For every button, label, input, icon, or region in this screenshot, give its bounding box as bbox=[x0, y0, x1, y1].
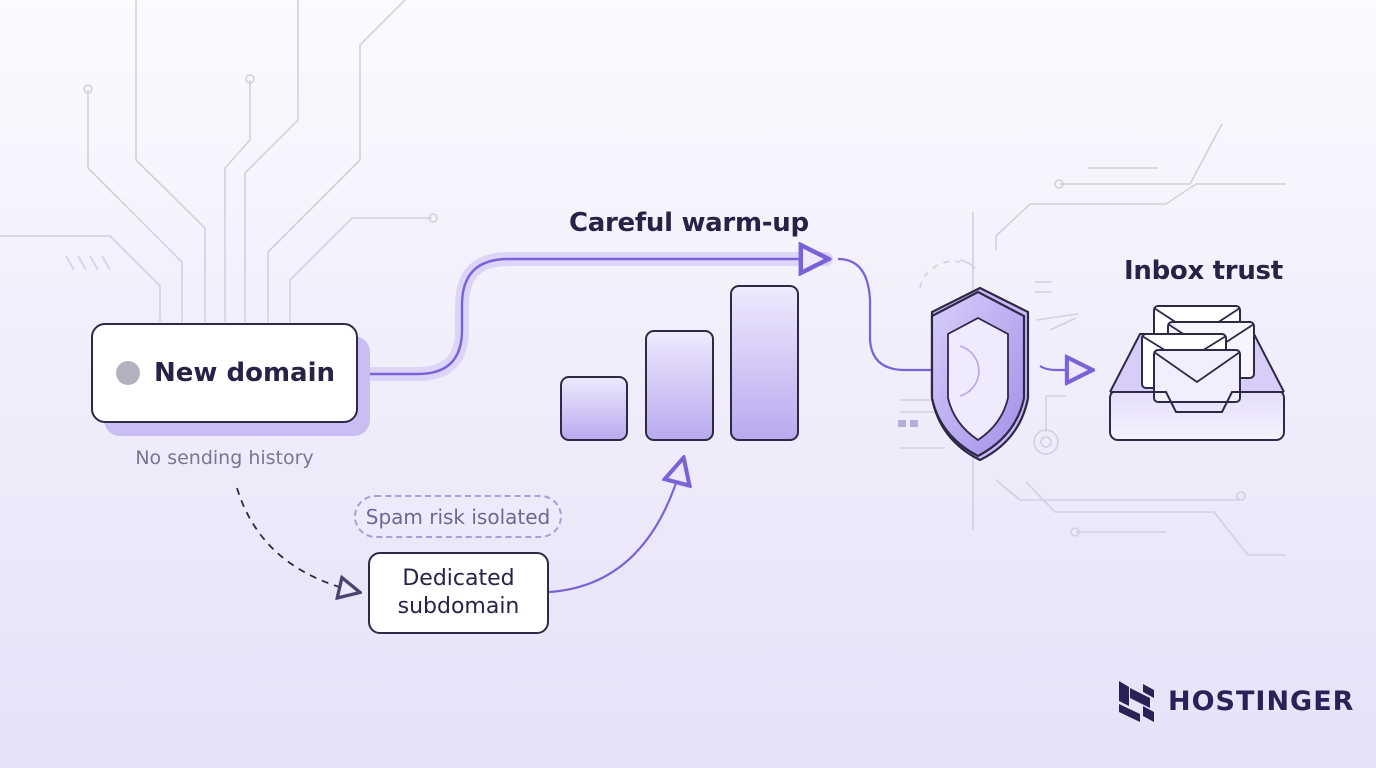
warmup-flow-arrow bbox=[370, 259, 826, 376]
status-dot-icon bbox=[116, 361, 140, 385]
circuit-lines-left bbox=[0, 0, 438, 322]
warm-up-bars-icon bbox=[560, 285, 799, 441]
bar-small bbox=[560, 376, 628, 441]
bar-large bbox=[730, 285, 799, 441]
subdomain-label-line1: Dedicated bbox=[402, 566, 515, 591]
brand-name: HOSTINGER bbox=[1168, 686, 1355, 717]
subdomain-node[interactable]: Dedicated subdomain bbox=[368, 552, 549, 634]
inbox-trust-label: Inbox trust bbox=[1124, 256, 1283, 286]
circuit-chip bbox=[910, 420, 918, 427]
new-domain-node[interactable]: New domain bbox=[91, 323, 358, 423]
bar-medium bbox=[645, 330, 714, 441]
shield-entry-arrow bbox=[837, 257, 968, 370]
new-domain-caption: No sending history bbox=[135, 447, 314, 469]
spam-risk-pill: Spam risk isolated bbox=[354, 495, 562, 538]
subdomain-label-line2: subdomain bbox=[397, 594, 520, 619]
subdomain-to-bars-arrow bbox=[548, 460, 683, 594]
inbox-tray-icon bbox=[1109, 305, 1285, 441]
warmup-label: Careful warm-up bbox=[569, 208, 809, 238]
hostinger-logo-icon bbox=[1119, 681, 1154, 722]
inbox-entry-arrow bbox=[1039, 366, 1090, 370]
dashed-branch-arrow bbox=[236, 487, 358, 592]
circuit-chip bbox=[898, 420, 906, 427]
new-domain-label: New domain bbox=[154, 358, 335, 388]
shield-icon bbox=[930, 286, 1030, 462]
